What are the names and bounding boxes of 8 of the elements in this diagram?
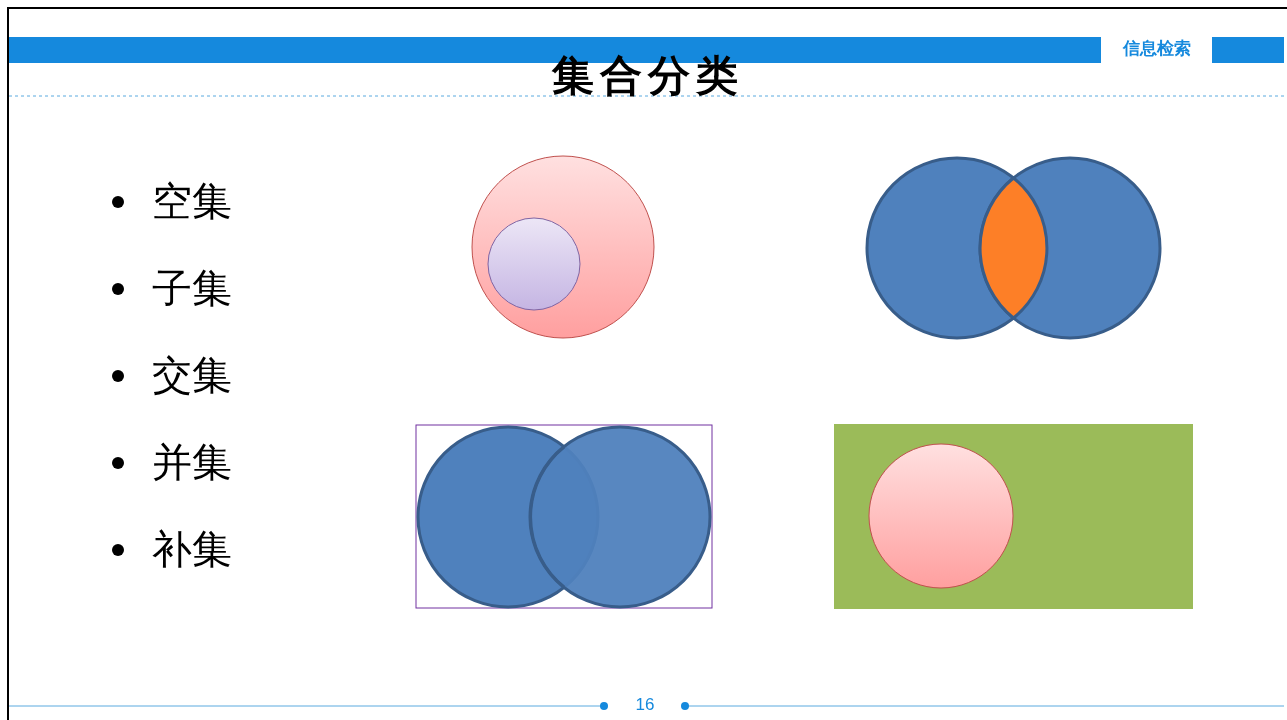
bullet-text: 空集	[152, 180, 232, 224]
bullet-text: 交集	[152, 354, 232, 398]
page-number: 16	[634, 694, 656, 716]
bullet-text: 子集	[152, 267, 232, 311]
header-tag: 信息检索	[1108, 36, 1206, 62]
bullet-text: 补集	[152, 528, 232, 572]
bullet-text: 并集	[152, 441, 232, 485]
slide-title: 集合分类	[551, 52, 745, 101]
